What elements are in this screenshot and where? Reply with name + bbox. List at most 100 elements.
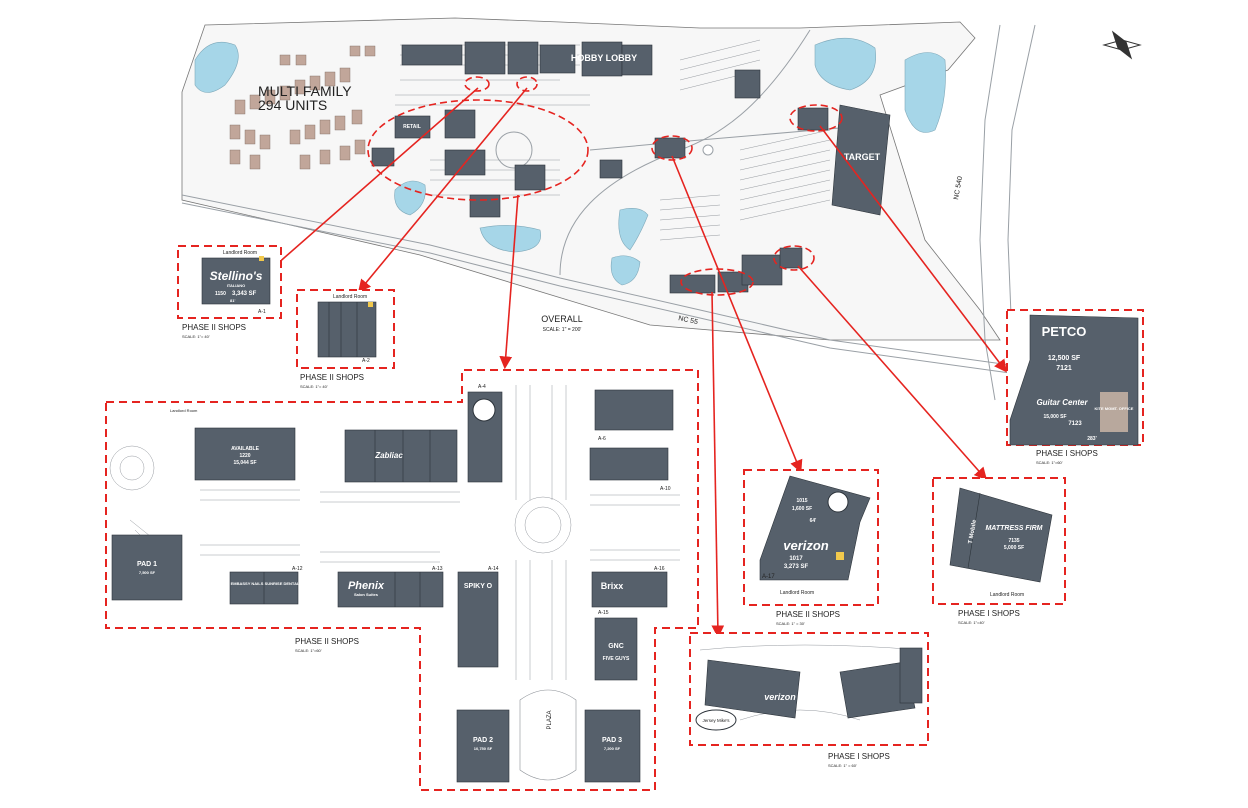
svg-text:FIVE GUYS: FIVE GUYS [603, 656, 630, 662]
pond-icon [610, 255, 641, 286]
inset-title: PHASE I SHOPS [828, 752, 890, 761]
phenix-logo: Phenix [348, 580, 385, 592]
pond-icon [618, 208, 649, 251]
hobby-lobby-label: HOBBY LOBBY [571, 53, 637, 63]
highlight-ellipse [367, 99, 589, 201]
highlight-ellipse [789, 104, 843, 132]
svg-text:A-17: A-17 [762, 574, 775, 580]
inset-phase2-verizon: 1015 1,600 SF 64' verizon 1017 3,273 SF … [743, 469, 879, 626]
inset-stellinos: Landlord Room Stellino's ITALIANO 1150 3… [177, 245, 282, 339]
callout-arrows [265, 87, 1007, 639]
mattress-firm-logo: MATTRESS FIRM [985, 525, 1042, 532]
inset-title: PHASE II SHOPS [182, 323, 246, 332]
svg-text:15,044 SF: 15,044 SF [233, 460, 256, 466]
svg-text:Landlord Room: Landlord Room [333, 294, 367, 300]
svg-text:A-6: A-6 [598, 436, 606, 442]
stellinos-logo: Stellino's [210, 269, 263, 283]
overall-site-plan: HOBBY LOBBY TARGET RETAIL MULTI FAMILY 2… [181, 17, 1036, 401]
svg-text:5,000 SF: 5,000 SF [1004, 545, 1024, 551]
inset-title: PHASE II SHOPS [300, 373, 364, 382]
svg-text:A-15: A-15 [598, 610, 609, 616]
svg-text:7123: 7123 [1068, 421, 1082, 427]
inset-title: PHASE II SHOPS [295, 637, 359, 646]
pad1-label: PAD 1 [137, 561, 157, 568]
overall-label: OVERALL [541, 314, 583, 324]
svg-text:Landlord Room: Landlord Room [990, 592, 1024, 598]
svg-text:1150: 1150 [215, 291, 226, 297]
inset-title: PHASE I SHOPS [958, 609, 1020, 618]
highlight-ellipse [464, 76, 490, 92]
inset-title: PHASE II SHOPS [776, 610, 840, 619]
zabliac-logo: Zabliac [374, 451, 403, 460]
inset-phase1-tmobile: T Mobile MATTRESS FIRM 7135 5,000 SF Lan… [932, 477, 1066, 625]
pond-icon [904, 52, 946, 133]
svg-text:7135: 7135 [1008, 538, 1019, 544]
svg-text:7,200 SF: 7,200 SF [604, 746, 621, 751]
svg-text:10,750 SF: 10,750 SF [474, 746, 493, 751]
inset-phase2-main: AVAILABLE 1220 15,044 SF Zabliac A-4 A-6… [105, 369, 699, 791]
svg-text:EMBASSY NAILS: EMBASSY NAILS [231, 581, 264, 586]
multifamily-homes [229, 45, 376, 170]
svg-text:1220: 1220 [239, 453, 250, 459]
svg-text:A-4: A-4 [478, 384, 486, 390]
svg-text:T Mobile: T Mobile [968, 519, 978, 545]
svg-text:A-12: A-12 [292, 566, 303, 572]
highlight-ellipse [516, 76, 538, 92]
pad3-label: PAD 3 [602, 737, 622, 744]
svg-text:1,600 SF: 1,600 SF [792, 506, 812, 512]
svg-text:AVAILABLE: AVAILABLE [231, 446, 260, 452]
svg-text:15,000 SF: 15,000 SF [1043, 414, 1066, 420]
svg-text:3,343 SF: 3,343 SF [232, 291, 257, 297]
svg-text:KITE MGMT. OFFICE: KITE MGMT. OFFICE [1095, 406, 1134, 411]
svg-text:A-13: A-13 [432, 566, 443, 572]
guitar-center-logo: Guitar Center [1036, 398, 1088, 407]
svg-text:SCALE: 1" = 30': SCALE: 1" = 30' [776, 621, 805, 626]
highlight-ellipse [680, 268, 754, 296]
pond-icon [394, 180, 426, 216]
verizon-logo: verizon [764, 692, 796, 702]
target-label: TARGET [844, 152, 881, 162]
petco-logo: PETCO [1042, 324, 1087, 339]
brixx-logo: Brixx [601, 581, 624, 591]
nc540-label: NC 540 [953, 176, 964, 201]
svg-text:ITALIANO: ITALIANO [227, 283, 246, 288]
nc55-label: NC 55 [678, 315, 699, 326]
svg-text:SUNRISE DENTAL: SUNRISE DENTAL [265, 581, 300, 586]
svg-text:SCALE: 1"=40': SCALE: 1"=40' [958, 620, 985, 625]
svg-text:7121: 7121 [1056, 365, 1072, 372]
svg-text:SCALE: 1"= 40': SCALE: 1"= 40' [182, 334, 210, 339]
multifamily-label: MULTI FAMILY [258, 83, 352, 99]
svg-text:A-1: A-1 [258, 309, 266, 315]
svg-text:64': 64' [810, 518, 817, 524]
svg-text:Landlord Room: Landlord Room [170, 408, 198, 413]
inset-phase1-bottom: verizon Jersey Mike's PHASE I SHOPS SCAL… [689, 632, 929, 768]
pond-icon [479, 225, 542, 253]
pond-icon [814, 37, 877, 91]
jersey-mikes-logo: Jersey Mike's [702, 718, 730, 723]
inset-title: PHASE I SHOPS [1036, 449, 1098, 458]
svg-text:SCALE: 1"= 40': SCALE: 1"= 40' [300, 384, 328, 389]
svg-text:12,500 SF: 12,500 SF [1048, 355, 1081, 362]
multifamily-units-label: 294 UNITS [258, 97, 327, 113]
svg-text:Salon Suites: Salon Suites [354, 592, 379, 597]
pond-icon [194, 41, 239, 93]
verizon-logo: verizon [783, 538, 829, 553]
svg-text:SCALE: 1"=60': SCALE: 1"=60' [1036, 460, 1063, 465]
svg-text:1017: 1017 [789, 556, 803, 562]
svg-text:81': 81' [230, 298, 235, 303]
svg-text:SPIKY O: SPIKY O [464, 583, 493, 590]
overall-scale: SCALE: 1" = 200' [543, 327, 582, 333]
svg-text:283': 283' [1087, 436, 1097, 442]
svg-text:A-16: A-16 [654, 566, 665, 572]
highlight-ellipse [773, 245, 815, 271]
svg-text:PLAZA: PLAZA [547, 710, 553, 729]
inset-phase2-small: Landlord Room A-2 PHASE II SHOPS SCALE: … [296, 289, 395, 389]
svg-text:SCALE: 1"=60': SCALE: 1"=60' [295, 648, 322, 653]
svg-text:A-14: A-14 [488, 566, 499, 572]
svg-text:Landlord Room: Landlord Room [780, 590, 814, 596]
svg-text:3,273 SF: 3,273 SF [784, 564, 809, 570]
svg-text:Landlord Room: Landlord Room [223, 250, 257, 256]
highlight-ellipse [651, 135, 693, 161]
svg-text:A-2: A-2 [362, 358, 370, 364]
